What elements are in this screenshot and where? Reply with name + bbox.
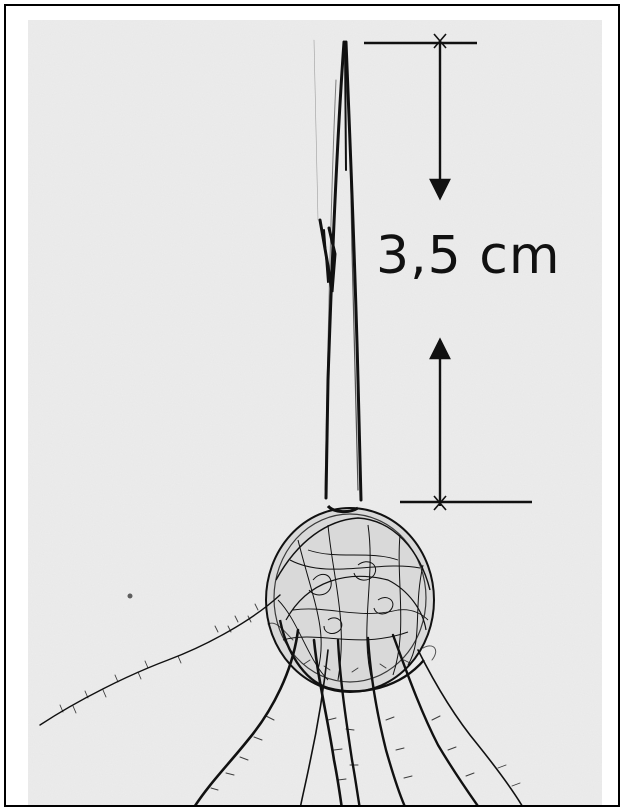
plant-sketch bbox=[28, 20, 602, 807]
sketch-paper: 3,5 cm bbox=[28, 20, 602, 807]
figure-frame: 3,5 cm bbox=[4, 4, 620, 807]
ink-speck bbox=[128, 594, 133, 599]
dimension-label: 3,5 cm bbox=[376, 226, 560, 286]
paper-grain bbox=[28, 20, 602, 807]
